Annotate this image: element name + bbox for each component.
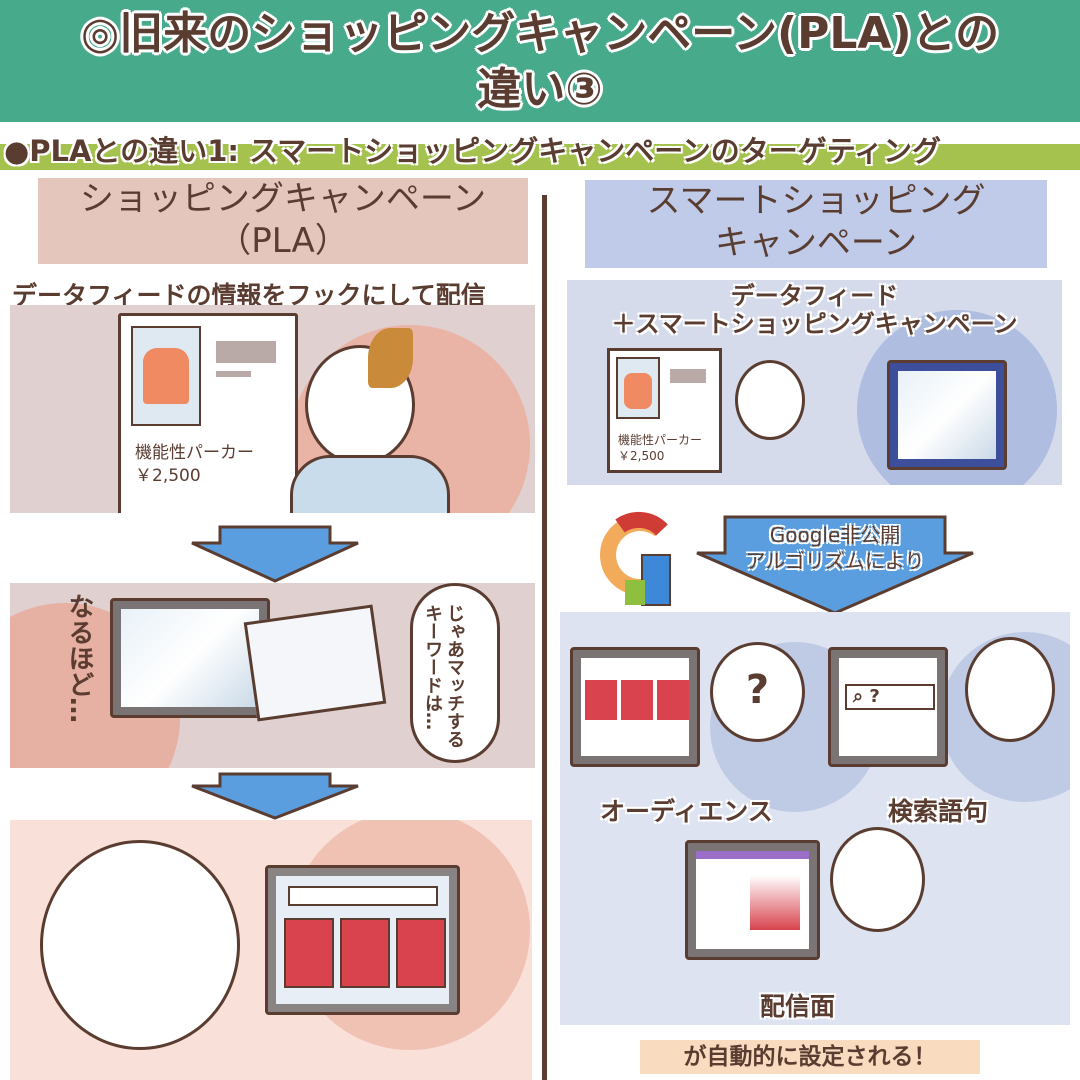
pla-label-line2: （PLA） (217, 221, 349, 261)
google-logo-character (590, 500, 680, 610)
card-placeholder (670, 369, 706, 383)
algorithm-line-2: アルゴリズムにより (745, 549, 925, 573)
page-header: ◎旧来のショッピングキャンペーン(PLA)との 違い③ (0, 0, 1080, 122)
ad-tile (621, 680, 653, 720)
laptop: ⌕ ? (828, 647, 948, 767)
product-name: 機能性パーカー (618, 433, 703, 447)
panel-pla-feed: 機能性パーカー ￥2,500 (10, 305, 535, 513)
ad-tile (284, 918, 334, 988)
pla-label-line1: ショッピングキャンペーン (79, 179, 487, 219)
laptop (265, 865, 460, 1015)
panel-pla-result (10, 820, 532, 1080)
paper (243, 604, 387, 722)
subheader: ●PLAとの違い1: スマートショッピングキャンペーンのターゲティング (0, 122, 1080, 170)
hoodie-image (131, 326, 201, 426)
speech-bubble: じゃあマッチするキーワードは… (410, 583, 500, 763)
conclusion-text: が自動的に設定される！ (683, 1044, 937, 1070)
target-search-terms: 検索語句 (888, 797, 989, 826)
column-divider (542, 195, 547, 1080)
character-head (735, 360, 805, 440)
card-placeholder (216, 371, 251, 377)
subheader-bar (0, 144, 1080, 170)
down-arrow (191, 772, 359, 820)
target-placement: 配信面 (760, 992, 836, 1021)
product-card: 機能性パーカー ￥2,500 (607, 348, 722, 473)
product-price: ￥2,500 (618, 449, 665, 463)
ad-tile (585, 680, 617, 720)
hoodie-icon (624, 373, 652, 409)
ad-tile (396, 918, 446, 988)
title-line-1: ◎旧来のショッピングキャンペーン(PLA)との (80, 8, 1000, 59)
hair (368, 328, 413, 388)
laptop (887, 360, 1007, 470)
google-g-icon (600, 511, 671, 606)
search-bar (288, 886, 438, 906)
panel-smart-feed: データフィード ＋スマートショッピングキャンペーン 機能性パーカー ￥2,500 (567, 280, 1062, 485)
search-box: ⌕ ? (845, 684, 935, 710)
subheader-text: ●PLAとの違い1: スマートショッピングキャンペーンのターゲティング (4, 134, 942, 168)
title-line-2: 違い③ (477, 64, 603, 115)
smart-label: スマートショッピング キャンペーン (585, 180, 1047, 268)
ad-tile (657, 680, 689, 720)
hoodie-image (616, 357, 660, 419)
algorithm-line-1: Google非公開 (769, 523, 901, 547)
algorithm-text: Google非公開 アルゴリズムにより (700, 522, 970, 574)
character-head (40, 840, 240, 1050)
page-header-bar (696, 851, 809, 859)
target-audience: オーディエンス (600, 797, 773, 826)
down-arrow (191, 525, 359, 583)
card-placeholder (216, 341, 276, 363)
exclamation-text: なるほど… (64, 593, 94, 723)
hoodie-icon (143, 348, 189, 404)
character-head (305, 328, 415, 465)
smart-label-line1: スマートショッピング (646, 181, 986, 221)
smart-caption-2: ＋スマートショッピングキャンペーン (611, 310, 1018, 338)
character-body (290, 455, 450, 513)
product-price: ￥2,500 (135, 466, 201, 486)
laptop (110, 598, 270, 718)
product-card: 機能性パーカー ￥2,500 (118, 313, 298, 513)
ad-block (750, 875, 800, 930)
panel-pla-keyword: なるほど… じゃあマッチするキーワードは… (10, 583, 535, 768)
algorithm-arrow (696, 515, 974, 615)
conclusion-banner: が自動的に設定される！ (640, 1040, 980, 1074)
smart-caption-1: データフィード (730, 282, 899, 310)
speech-text: じゃあマッチするキーワードは… (422, 604, 465, 748)
character-head-question: ? (710, 642, 805, 742)
ad-tile (340, 918, 390, 988)
character-head (965, 637, 1055, 742)
smart-label-line2: キャンペーン (714, 223, 918, 263)
laptop (570, 647, 700, 767)
product-name: 機能性パーカー (135, 443, 254, 463)
laptop (685, 840, 820, 960)
character-head (830, 827, 925, 932)
pla-label: ショッピングキャンペーン （PLA） (38, 178, 528, 264)
panel-smart-targets: ? ⌕ ? オーディエンス 検索語句 配信面 (560, 612, 1070, 1025)
